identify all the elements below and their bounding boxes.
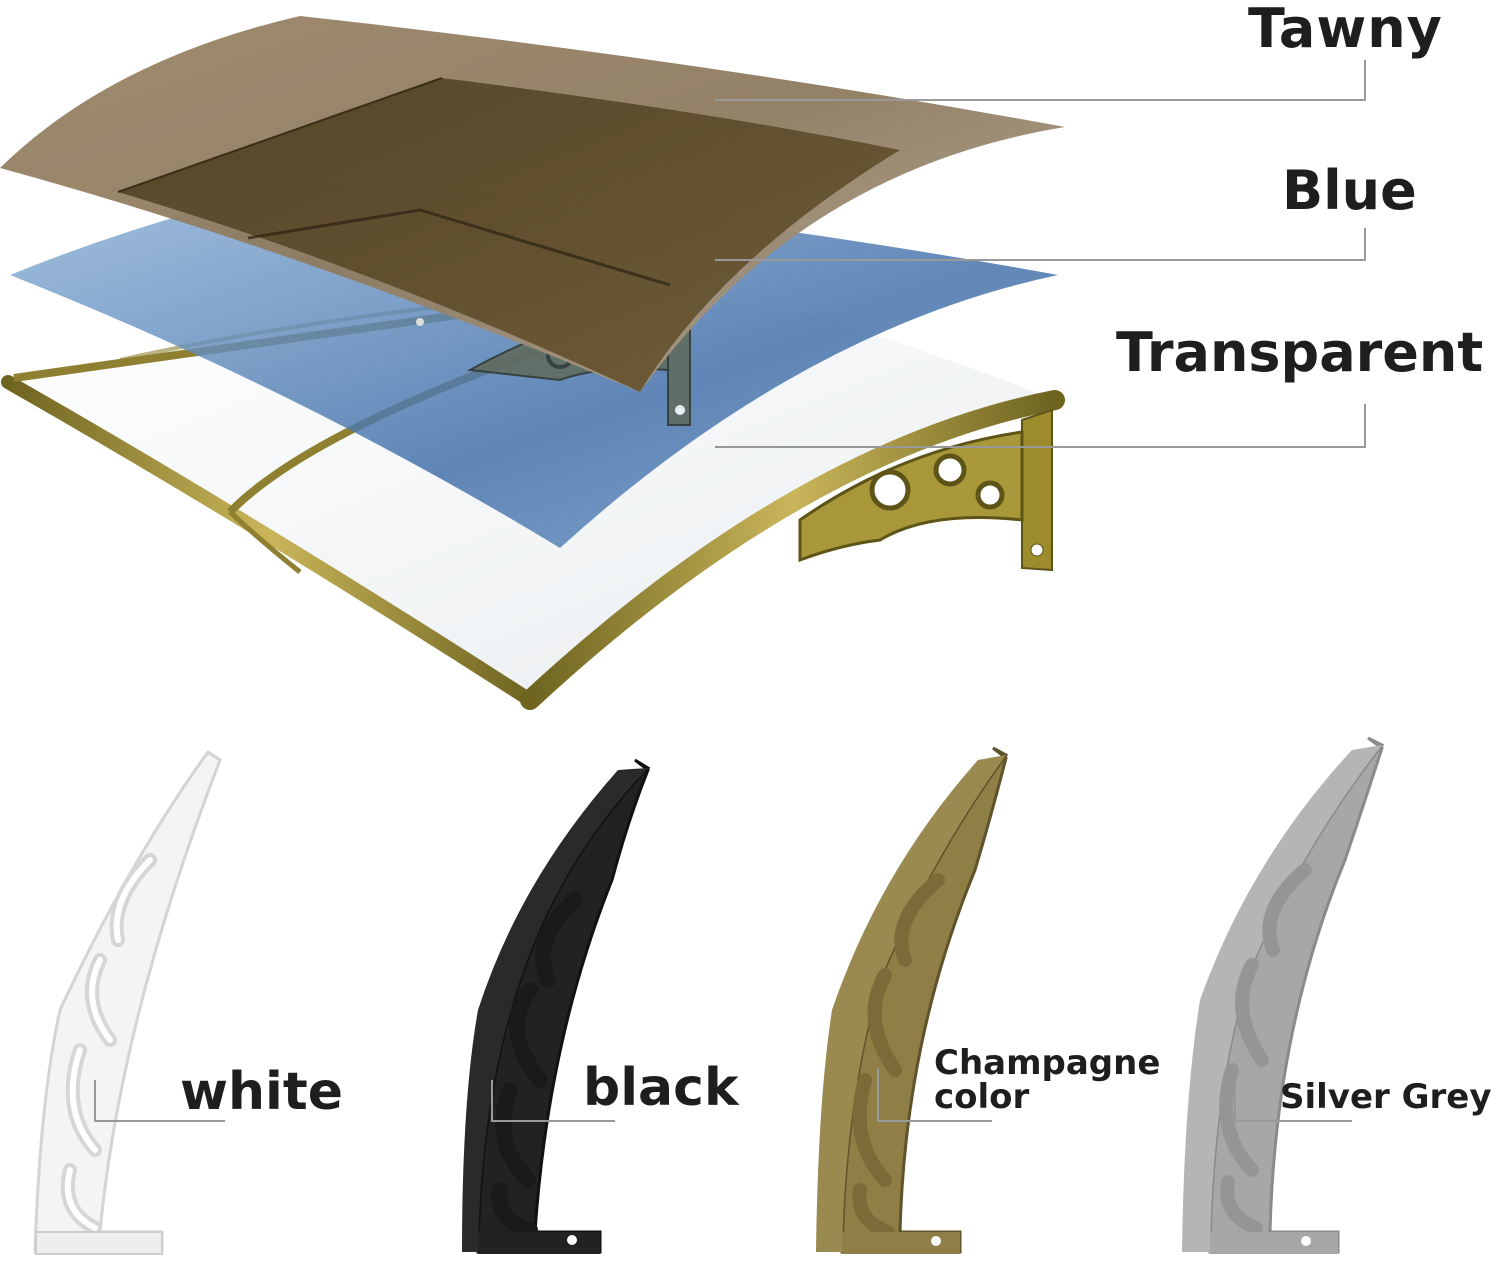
leader-lines-top (715, 60, 1366, 448)
canopy-wall-bracket (798, 408, 1053, 572)
label-white: white (180, 1062, 344, 1122)
label-tawny: Tawny (1248, 0, 1443, 60)
bracket-silver-grey (1182, 736, 1385, 1254)
label-champagne-line1: Champagne (934, 1043, 1161, 1083)
bracket-white (33, 749, 225, 1255)
label-champagne-line2: color (934, 1077, 1030, 1117)
label-transparent: Transparent (1116, 321, 1484, 384)
bracket-black (462, 758, 651, 1254)
bracket-champagne (816, 746, 1009, 1254)
label-blue: Blue (1282, 159, 1417, 222)
tawny-panel (0, 16, 1065, 392)
label-champagne-color: Champagne color (934, 1046, 1160, 1114)
label-silver-grey: Silver Grey (1280, 1077, 1492, 1117)
label-black: black (583, 1058, 739, 1118)
